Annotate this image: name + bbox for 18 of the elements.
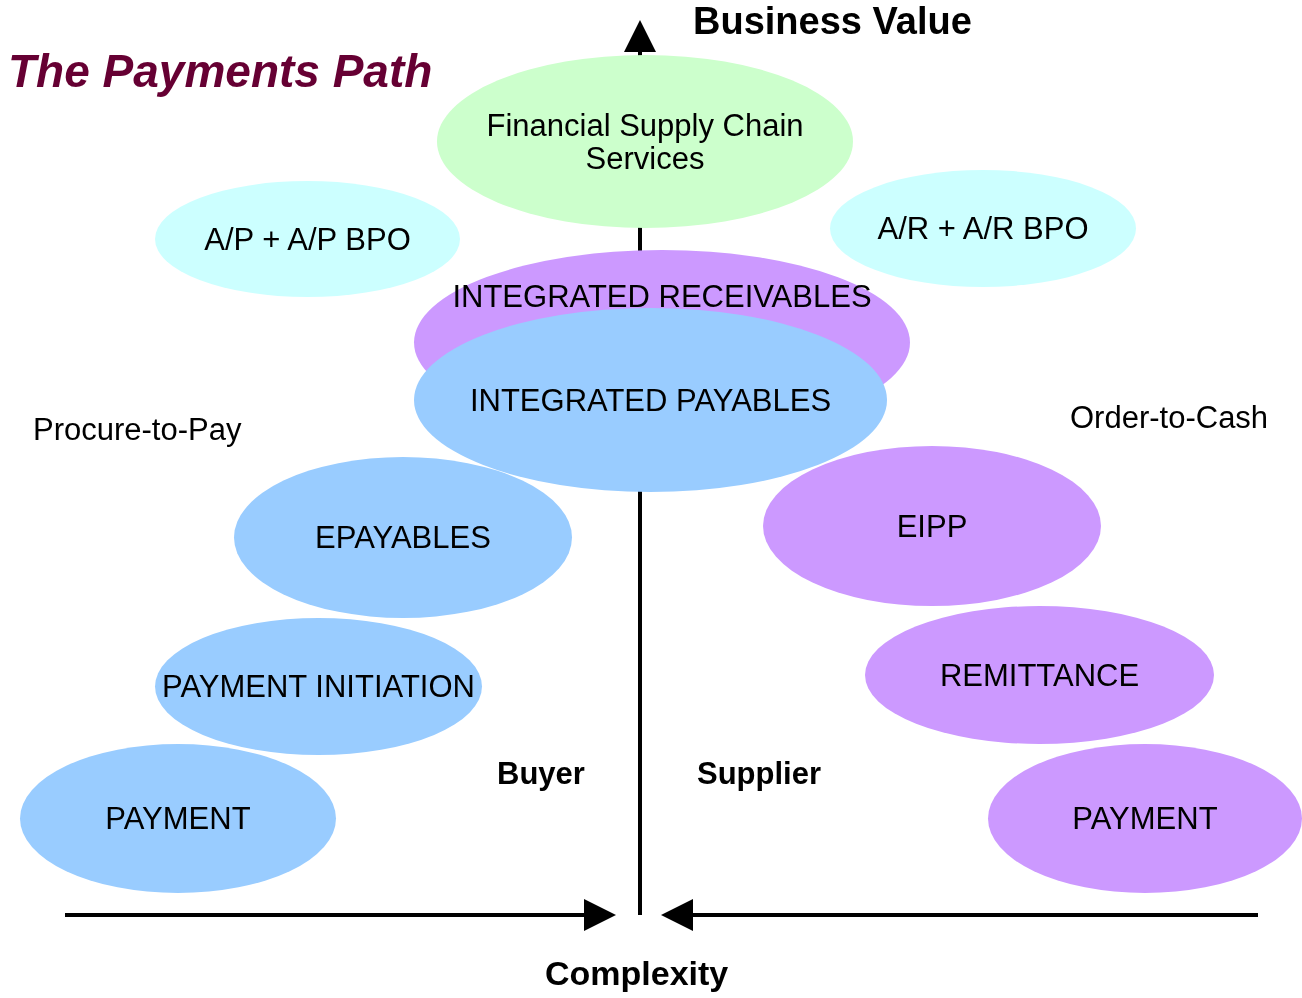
bubble-label: EIPP [896, 509, 968, 543]
diagram-title: The Payments Path [8, 44, 433, 98]
bubble-label: PAYMENT [105, 802, 251, 835]
bubble-label: INTEGRATED RECEIVABLES [452, 280, 872, 313]
bubble-label: A/P + A/P BPO [204, 222, 411, 256]
bubble-label: EPAYABLES [315, 521, 491, 554]
bubble-label: PAYMENT INITIATION [162, 670, 475, 703]
side-label: Order-to-Cash [1070, 400, 1269, 436]
side-label: Buyer [497, 756, 585, 792]
axis-label: Complexity [545, 954, 729, 993]
axis-label: Business Value [693, 0, 972, 43]
bubble-label: REMITTANCE [939, 658, 1140, 692]
side-label: Supplier [697, 756, 821, 792]
bubble-label: Financial Supply Chain Services [485, 108, 805, 175]
side-label: Procure-to-Pay [33, 412, 242, 448]
bubble-label: A/R + A/R BPO [877, 212, 1089, 245]
bubble-label: PAYMENT [1072, 802, 1218, 835]
bubble-label: INTEGRATED PAYABLES [469, 383, 832, 417]
